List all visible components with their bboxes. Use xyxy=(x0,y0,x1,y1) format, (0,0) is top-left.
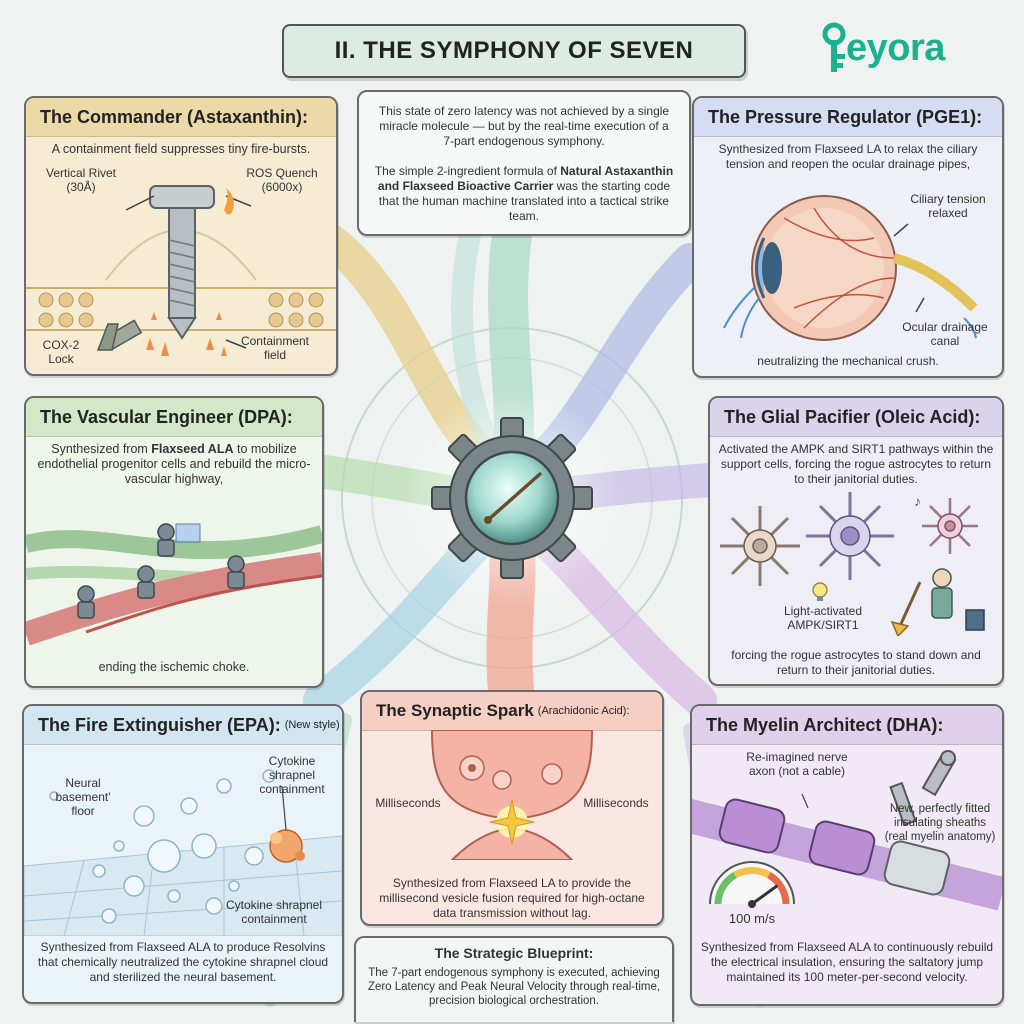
blueprint-panel: The Strategic Blueprint: The 7-part endo… xyxy=(354,936,674,1022)
myelin-label-axon: Re-imagined nerve axon (not a cable) xyxy=(746,750,848,778)
drainage-icon xyxy=(723,287,977,339)
myelin-gauge-text: 100 m/s xyxy=(728,911,776,926)
synaptic-title-small: (Arachidonic Acid): xyxy=(537,705,630,717)
spark-icons xyxy=(146,312,227,356)
commander-label-rivet: Vertical Rivet (30Å) xyxy=(45,166,117,194)
glial-illustration: ♪ xyxy=(720,492,985,636)
eye-illustration xyxy=(723,195,978,341)
synaptic-title: The Synaptic Spark xyxy=(376,701,534,720)
vascular-illustration xyxy=(26,523,322,646)
commander-subtitle: A containment field suppresses tiny fire… xyxy=(51,142,311,156)
fire-illustration xyxy=(24,769,342,936)
intro-para-2c: was the starting code that the human mac… xyxy=(378,179,671,223)
cox2-lock-icon xyxy=(96,319,143,351)
cytokine-burst-icon xyxy=(269,829,305,863)
vascular-text-b: Flaxseed ALA xyxy=(151,442,234,456)
pressure-footer: neutralizing the mechanical crush. xyxy=(757,354,939,368)
synaptic-panel: The Synaptic Spark(Arachidonic Acid): Mi… xyxy=(360,690,664,926)
pressure-text: Synthesized from Flaxseed LA to relax th… xyxy=(718,142,978,171)
commander-label-field: Containment field xyxy=(240,334,310,362)
fire-label-cyto1: Cytokine shrapnel containment xyxy=(259,754,325,796)
fire-text: Synthesized from Flaxseed ALA to produce… xyxy=(37,940,329,984)
vascular-text-a: Synthesized from xyxy=(51,442,152,456)
bubble-icons xyxy=(49,769,276,924)
vascular-title: The Vascular Engineer (DPA): xyxy=(26,398,322,437)
glial-panel: The Glial Pacifier (Oleic Acid): Activat… xyxy=(708,396,1004,686)
myelin-illustration xyxy=(692,750,1002,911)
rivet-icon xyxy=(149,185,215,340)
myelin-text: Synthesized from Flaxseed ALA to continu… xyxy=(700,940,994,984)
fire-title: The Fire Extinguisher (EPA): xyxy=(38,714,281,735)
intro-para-2b: Natural Astaxanthin and Flaxseed Bioacti… xyxy=(377,164,674,193)
fire-title-small: (New style) xyxy=(284,719,340,731)
commander-label-cox: COX-2 Lock xyxy=(42,338,80,366)
glial-title: The Glial Pacifier (Oleic Acid): xyxy=(710,398,1002,437)
intro-para-2: The simple 2-ingredient formula of Natur… xyxy=(373,164,675,224)
page-title: II. THE SYMPHONY OF SEVEN xyxy=(282,24,746,78)
glial-text: Activated the AMPK and SIRT1 pathways wi… xyxy=(718,442,994,486)
intro-panel: This state of zero latency was not achie… xyxy=(357,90,691,236)
synaptic-text: Synthesized from Flaxseed LA to provide … xyxy=(379,876,645,920)
pressure-label-ciliary: Ciliary tension relaxed xyxy=(910,192,986,220)
vascular-text-c: to mobilize endothelial progenitor cells… xyxy=(37,442,311,486)
blueprint-title: The Strategic Blueprint: xyxy=(434,945,594,961)
myelin-title: The Myelin Architect (DHA): xyxy=(692,706,1002,745)
music-note-icon: ♪ xyxy=(914,493,921,509)
speed-gauge-icon xyxy=(709,861,795,908)
myelin-panel: The Myelin Architect (DHA): Re-imagined … xyxy=(690,704,1004,1006)
logo-text: eyora xyxy=(846,27,945,69)
glial-footer: forcing the rogue astrocytes to stand do… xyxy=(731,648,981,677)
glial-label-light: Light-activated AMPK/SIRT1 xyxy=(783,604,863,632)
pressure-title: The Pressure Regulator (PGE1): xyxy=(694,98,1002,137)
vessel-green xyxy=(26,525,322,559)
lightbulb-icon xyxy=(812,582,828,601)
commander-label-ros: ROS Quench (6000x) xyxy=(246,166,318,194)
vascular-footer: ending the ischemic choke. xyxy=(98,660,250,674)
robot-icons xyxy=(77,523,245,619)
eye-icon xyxy=(751,195,978,341)
commander-panel: The Commander (Astaxanthin): A containme… xyxy=(24,96,338,376)
synaptic-label-right: Milliseconds xyxy=(583,796,649,810)
astrocyte-icons xyxy=(720,492,978,586)
fire-panel: The Fire Extinguisher (EPA):(New style) … xyxy=(22,704,344,1004)
synapse-illustration xyxy=(430,730,594,860)
spark-burst-icon xyxy=(489,799,535,845)
janitor-icon xyxy=(890,568,985,636)
fire-label-cyto2: Cytokine shrapnel containment xyxy=(225,898,323,926)
pressure-panel: The Pressure Regulator (PGE1): Synthesiz… xyxy=(692,96,1004,378)
synaptic-label-left: Milliseconds xyxy=(375,796,441,810)
keyora-logo xyxy=(822,22,846,72)
commander-title: The Commander (Astaxanthin): xyxy=(26,98,336,137)
intro-para-1: This state of zero latency was not achie… xyxy=(378,104,670,148)
robot-arm-icon xyxy=(889,750,957,827)
gear-icon xyxy=(431,417,593,579)
commander-illustration xyxy=(26,185,336,356)
synaptic-title-bar: The Synaptic Spark(Arachidonic Acid): xyxy=(362,692,662,731)
flame-icon xyxy=(224,188,234,215)
vascular-text: Synthesized from Flaxseed ALA to mobiliz… xyxy=(34,442,314,487)
fire-label-floor: Neural basement' floor xyxy=(55,776,111,818)
blueprint-text: The 7-part endogenous symphony is execut… xyxy=(367,967,661,1007)
pressure-label-drainage: Ocular drainage canal xyxy=(902,320,988,348)
myelin-label-sheath: New, perfectly fitted insulating sheaths… xyxy=(884,803,996,843)
axon-icon xyxy=(692,798,1002,911)
fire-title-bar: The Fire Extinguisher (EPA):(New style) xyxy=(24,706,342,745)
vascular-panel: The Vascular Engineer (DPA): Synthesized… xyxy=(24,396,324,688)
intro-para-2a: The simple 2-ingredient formula of xyxy=(374,164,561,178)
